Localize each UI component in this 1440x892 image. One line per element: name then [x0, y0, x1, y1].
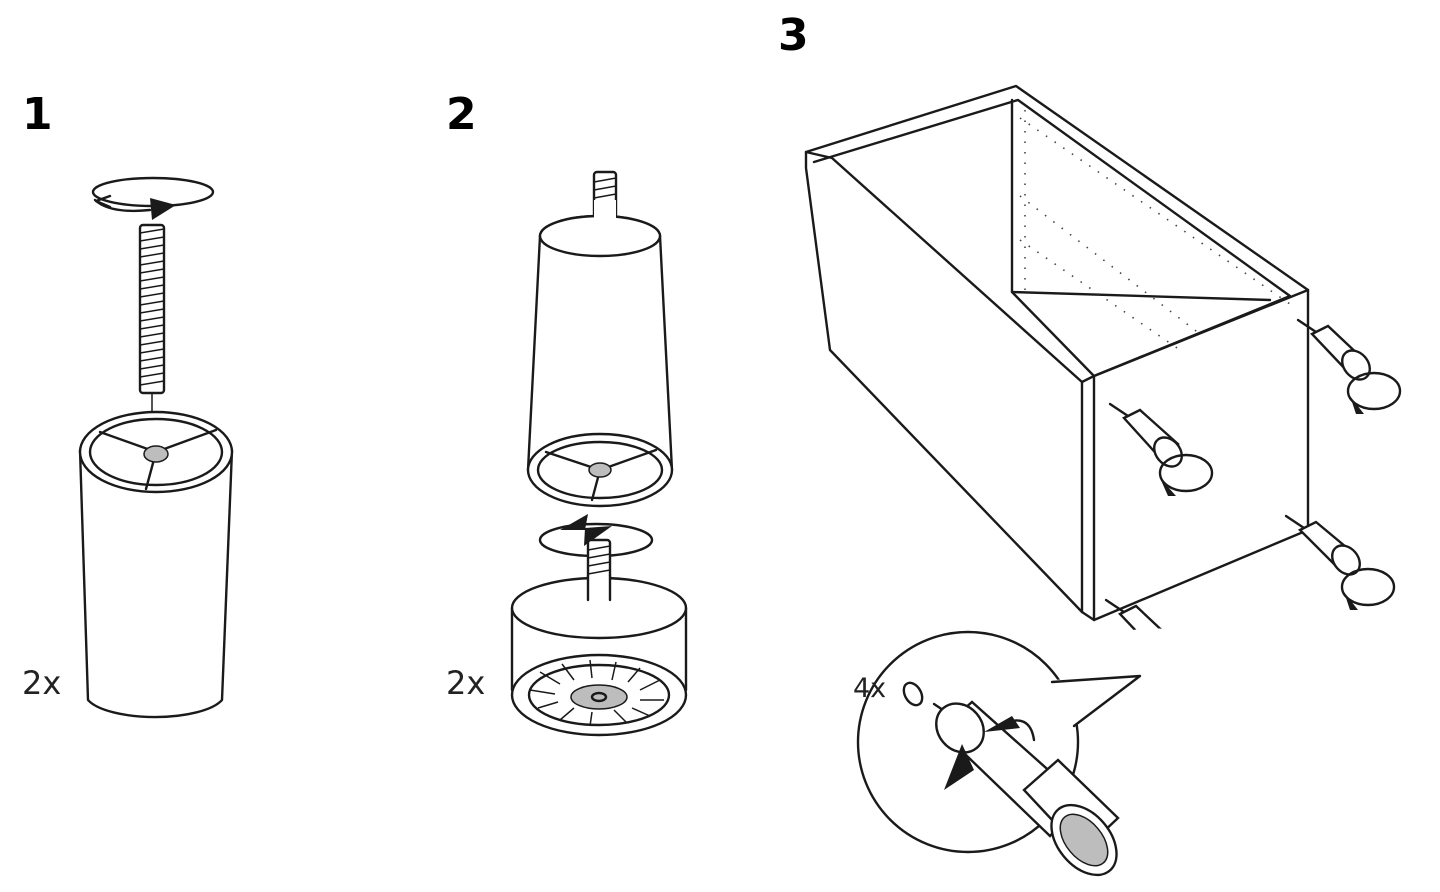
detail-callout: [856, 628, 1265, 877]
step-1-quantity: 2x: [22, 664, 62, 702]
cylinder-leg-icon: [78, 410, 234, 719]
cabinet-frame-icon: [804, 84, 1310, 622]
adjustable-foot-icon: [510, 538, 688, 737]
step-2-illustration: [510, 170, 688, 737]
rotate-arrow-icon: [91, 176, 215, 220]
step-3-quantity: 4x: [853, 673, 887, 704]
foot-back-bottom-icon: [1284, 514, 1396, 610]
step-3-illustration: [804, 84, 1402, 877]
step-2-number: 2: [446, 89, 477, 140]
foot-front-top-icon: [1108, 402, 1214, 496]
step-1-illustration: [78, 176, 234, 719]
cylinder-leg-inverted-icon: [526, 200, 674, 508]
step-3-number: 3: [778, 10, 809, 61]
step-1-number: 1: [22, 89, 53, 140]
foot-back-top-icon: [1296, 318, 1402, 414]
step-2-quantity: 2x: [446, 664, 486, 702]
